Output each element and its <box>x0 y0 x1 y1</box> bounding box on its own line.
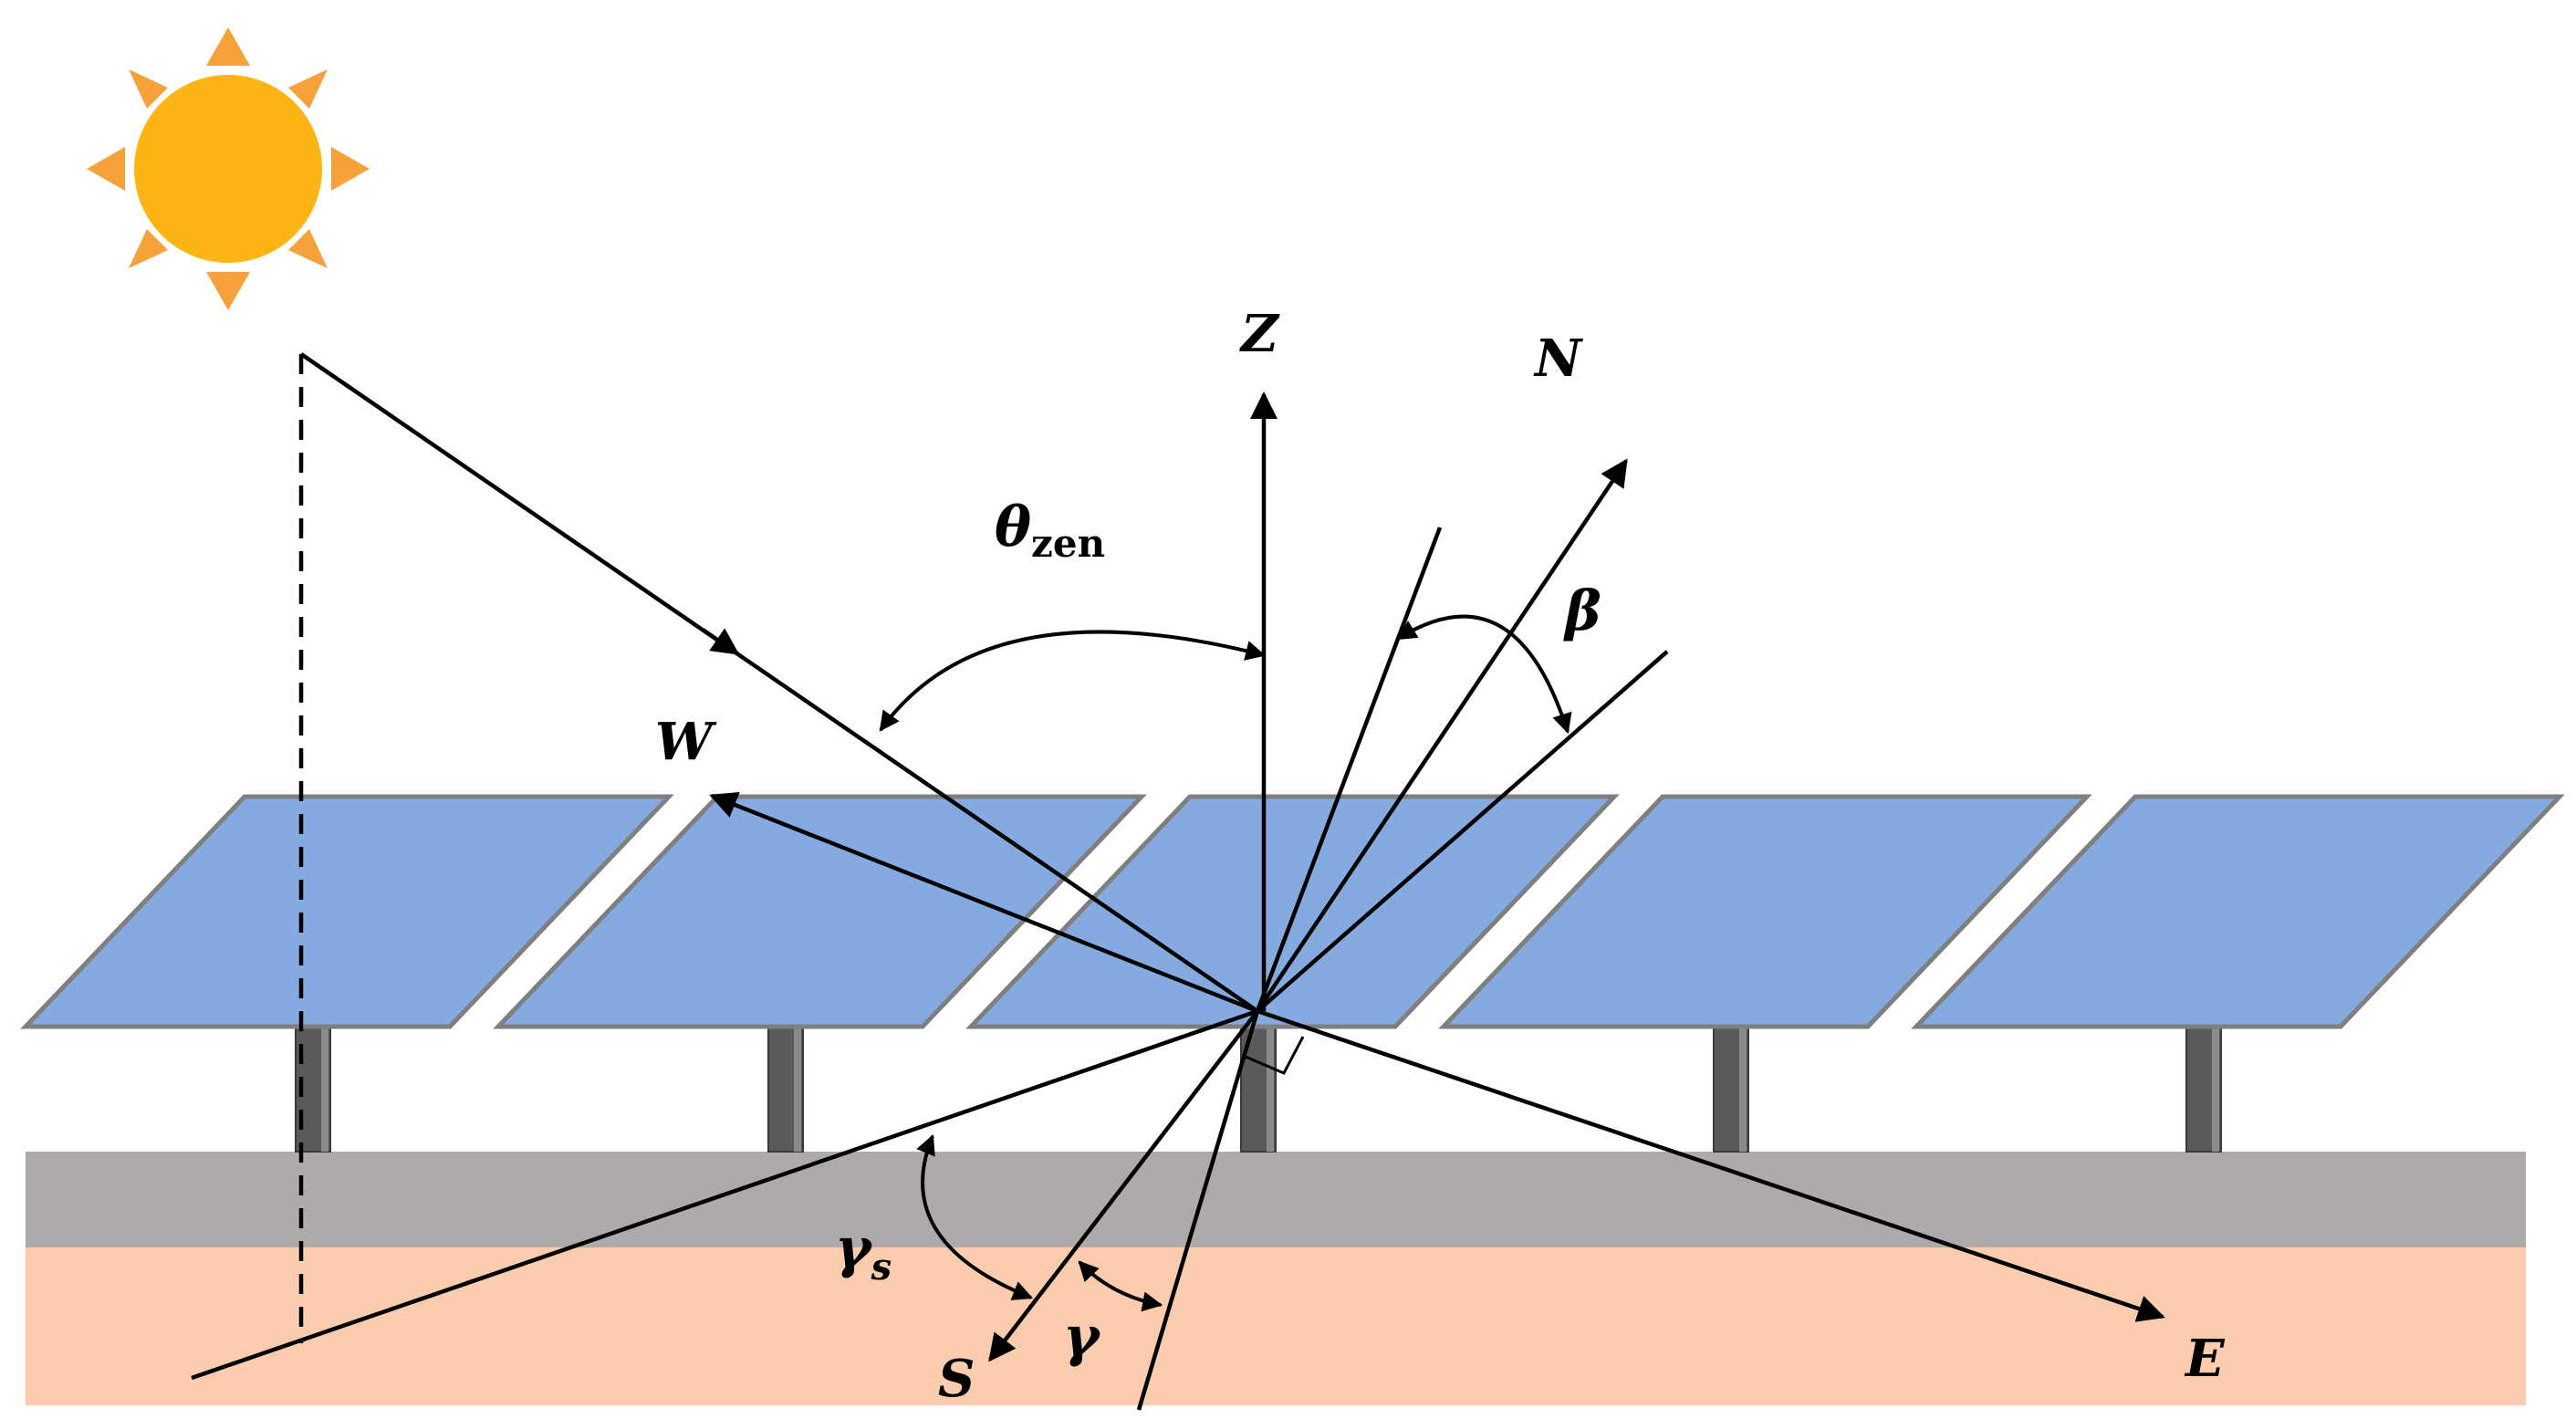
east-axis <box>1257 1008 2165 1322</box>
west-axis <box>709 791 1258 1014</box>
north-axis <box>1256 458 1628 1013</box>
soil <box>26 1246 2526 1405</box>
surface-azimuth-line <box>1136 1010 1260 1411</box>
north-label: N <box>1533 329 1583 389</box>
panel-normal-line <box>1255 527 1443 1012</box>
sun-icon <box>87 27 370 310</box>
tilt-reference-line <box>1256 650 1669 1013</box>
solar-azimuth-label: γs <box>835 1216 892 1289</box>
zenith-angle-arc <box>879 630 1267 732</box>
solar-panel <box>1438 794 2092 1029</box>
right-angle-marker <box>1245 1036 1305 1075</box>
ground-strip <box>26 1152 2526 1247</box>
sun-ground-projection-line <box>191 1008 1258 1381</box>
surface-azimuth-arc <box>1078 1260 1163 1312</box>
solar-azimuth-arc <box>916 1133 1034 1300</box>
zenith-angle-label: θzen <box>995 496 1105 566</box>
south-label: S <box>938 1349 975 1409</box>
zenith-label: Z <box>1239 304 1280 364</box>
south-axis <box>988 1009 1259 1362</box>
panel-posts <box>295 1026 2222 1153</box>
solar-panel <box>20 794 674 1029</box>
sun-ray-line <box>299 352 1259 1013</box>
solar-panel <box>493 794 1147 1029</box>
solar-panels <box>20 794 2565 1029</box>
east-label: E <box>2184 1329 2226 1389</box>
west-label: W <box>655 712 717 772</box>
solar-panel <box>1911 794 2565 1029</box>
surface-azimuth-label: γ <box>1063 1305 1101 1369</box>
solar-panel <box>965 794 1620 1029</box>
tilt-angle-label: β <box>1563 579 1601 643</box>
tilt-angle-arc <box>1396 614 1572 735</box>
